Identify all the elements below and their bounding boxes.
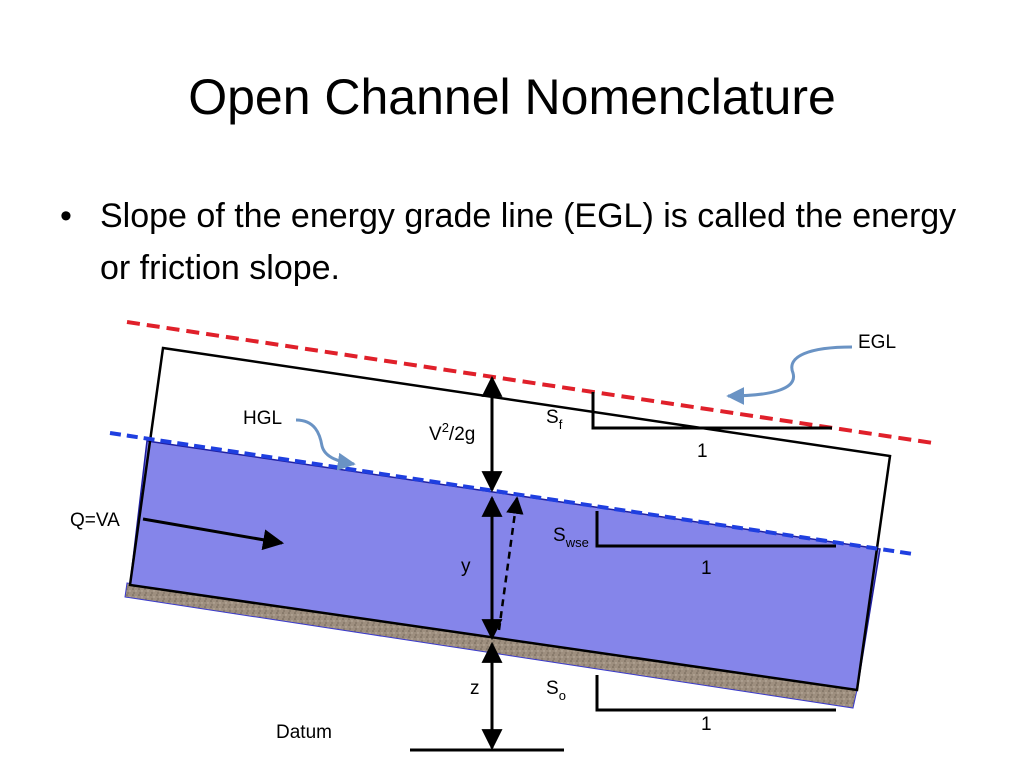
bed-slope-subscript: o xyxy=(559,688,566,703)
friction-slope-triangle xyxy=(591,392,832,430)
water-surface-slope-s: S xyxy=(553,525,566,546)
friction-slope-subscript: f xyxy=(559,417,563,432)
velocity-head-rest: /2g xyxy=(449,424,475,445)
velocity-head-exponent: 2 xyxy=(442,420,449,435)
depth-label: y xyxy=(461,556,471,577)
friction-slope-run-label: 1 xyxy=(697,441,708,462)
friction-slope-label: Sf xyxy=(546,407,563,432)
flow-arrow xyxy=(142,517,285,551)
friction-slope-s: S xyxy=(546,407,559,428)
bullet-marker: • xyxy=(60,197,72,235)
egl-label: EGL xyxy=(858,332,896,353)
bullet-item: • Slope of the energy grade line (EGL) i… xyxy=(60,190,960,294)
water-surface-slope-triangle xyxy=(595,511,836,548)
egl-callout-arrow xyxy=(726,345,853,405)
flow-label: Q=VA xyxy=(70,510,120,531)
bed-slope-run-label: 1 xyxy=(701,714,712,735)
egl-line xyxy=(126,320,934,445)
bed-slope-label: So xyxy=(546,678,566,703)
bed-slope-triangle xyxy=(595,675,836,712)
bullet-text: Slope of the energy grade line (EGL) is … xyxy=(100,197,957,287)
water-surface-slope-subscript: wse xyxy=(565,535,589,550)
hgl-callout-arrow xyxy=(295,418,356,471)
channel-outline xyxy=(128,346,892,692)
velocity-head-label: V2/2g xyxy=(429,420,475,445)
hgl-label: HGL xyxy=(243,408,282,429)
bed-slope-s: S xyxy=(546,678,559,699)
normal-depth-arrow xyxy=(497,496,524,631)
datum-label: Datum xyxy=(276,722,332,743)
slide-title: Open Channel Nomenclature xyxy=(188,69,836,125)
water-surface-slope-run-label: 1 xyxy=(701,558,712,579)
elevation-label: z xyxy=(470,678,480,699)
water-surface-slope-label: Swse xyxy=(553,525,589,550)
velocity-head-v: V xyxy=(429,424,442,445)
